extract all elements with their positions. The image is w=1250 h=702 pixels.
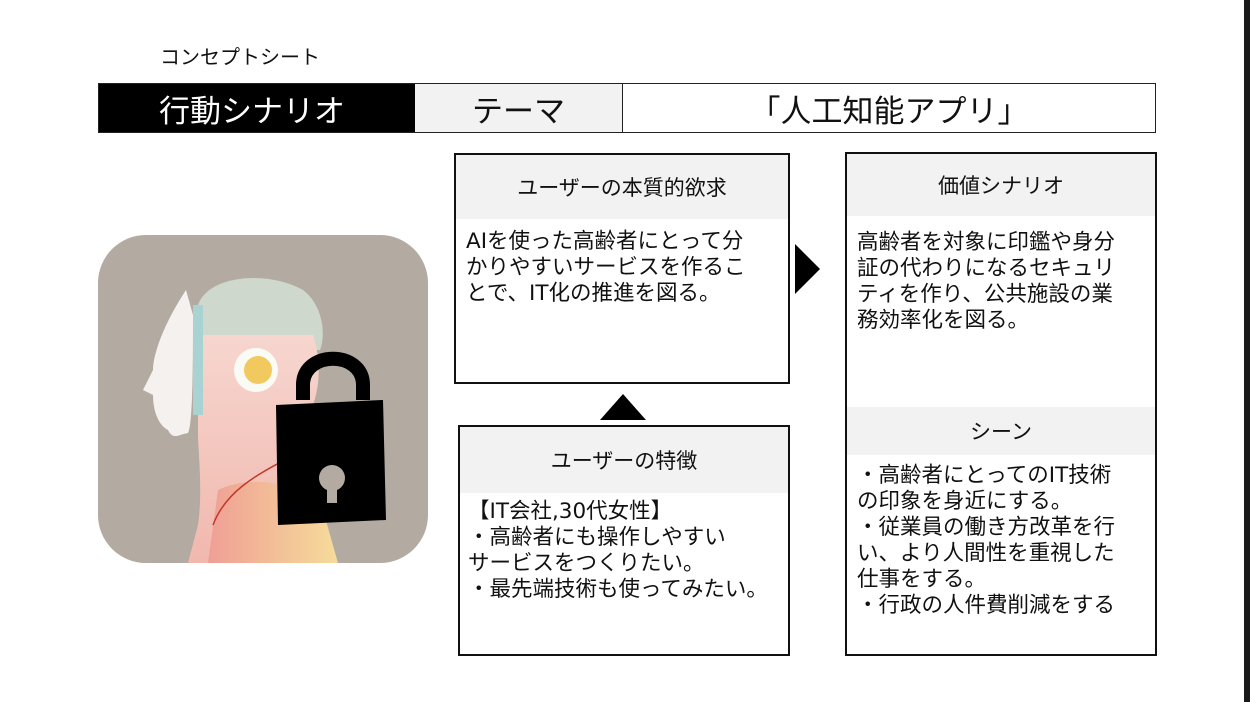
- theme-value: 「人工知能アプリ」: [623, 84, 1155, 132]
- value-scenario-box: 価値シナリオ 高齢者を対象に印鑑や身分 証の代わりになるセキュリ ティを作り、公…: [845, 152, 1157, 656]
- arrow-right-icon: [795, 244, 820, 294]
- scene-body: ・高齢者にとってのIT技術 の印象を身近にする。 ・従業員の働き方改革を行 い、…: [857, 463, 1116, 618]
- ai-head-lock-icon: [98, 235, 428, 563]
- theme-label: テーマ: [415, 84, 623, 132]
- page-title: コンセプトシート: [160, 45, 320, 69]
- scenario-label: 行動シナリオ: [99, 84, 415, 132]
- scene-heading: シーン: [847, 407, 1155, 455]
- desire-heading: ユーザーの本質的欲求: [456, 155, 788, 219]
- header-bar: 行動シナリオ テーマ 「人工知能アプリ」: [98, 83, 1156, 133]
- features-body: 【IT会社,30代女性】 ・高齢者にも操作しやすい サービスをつくりたい。 ・最…: [468, 499, 768, 602]
- arrow-up-icon: [600, 394, 646, 420]
- features-heading: ユーザーの特徴: [460, 427, 788, 493]
- window-edge: [1244, 0, 1250, 702]
- value-scenario-body: 高齢者を対象に印鑑や身分 証の代わりになるセキュリ ティを作り、公共施設の業 務…: [857, 230, 1116, 333]
- value-scenario-heading: 価値シナリオ: [847, 154, 1155, 216]
- desire-box: ユーザーの本質的欲求 AIを使った高齢者にとって分 かりやすいサービスを作るこ …: [454, 153, 790, 384]
- features-box: ユーザーの特徴 【IT会社,30代女性】 ・高齢者にも操作しやすい サービスをつ…: [458, 425, 790, 656]
- desire-body: AIを使った高齢者にとって分 かりやすいサービスを作るこ とで、IT化の推進を図…: [466, 229, 746, 306]
